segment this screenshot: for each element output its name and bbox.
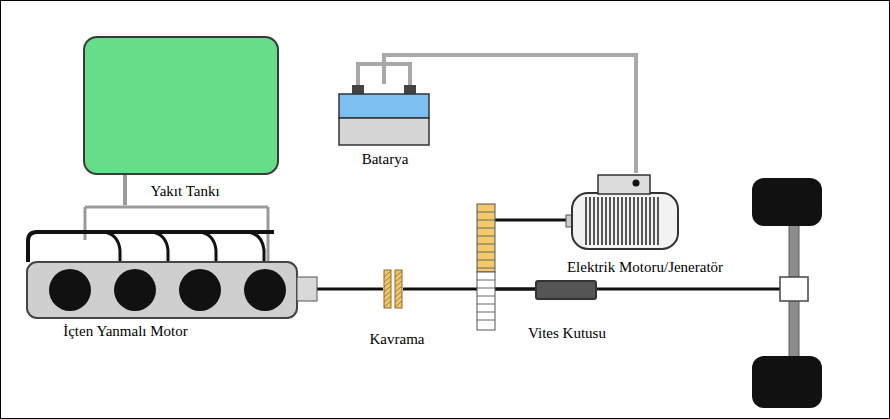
- terminal-dot: [633, 180, 640, 187]
- motor-fin: [649, 197, 651, 245]
- battery: Batarya: [338, 84, 430, 146]
- battery-terminal: [352, 85, 364, 94]
- clutch-hatch: [395, 296, 402, 302]
- clutch-hatch: [384, 301, 391, 307]
- battery-terminal: [404, 85, 416, 94]
- cylinder: [49, 269, 91, 311]
- wheel: [752, 356, 822, 408]
- terminal-box: [598, 175, 650, 194]
- motor-fin: [633, 197, 635, 245]
- engine: İçten Yanmalı Motor: [22, 205, 317, 319]
- motor-symbol: [566, 173, 682, 251]
- intake-runner: [248, 232, 264, 262]
- motor-fin: [613, 197, 615, 245]
- motor-fin: [589, 197, 591, 245]
- clutch-hatch: [384, 286, 391, 292]
- shaft-line: [317, 288, 383, 291]
- intake-pipe: [28, 232, 274, 262]
- fuel-tank: Yakıt Tankı: [83, 36, 279, 175]
- motor-fin: [641, 197, 643, 245]
- motor-fin: [625, 197, 627, 245]
- motor-fin: [617, 197, 619, 245]
- intake-runner: [200, 232, 216, 262]
- part-label: Vites Kutusu: [528, 324, 606, 342]
- fuel-line: [123, 175, 127, 205]
- motor-fin: [601, 197, 603, 245]
- motor-fin: [629, 197, 631, 245]
- cylinder: [114, 269, 156, 311]
- cylinder: [179, 269, 221, 311]
- clutch-hatch: [384, 271, 391, 277]
- motor-body: [572, 193, 678, 249]
- differential: [780, 277, 808, 301]
- battery-body: [339, 118, 429, 145]
- clutch-hatch: [395, 301, 402, 307]
- motor-fin: [605, 197, 607, 245]
- electric-motor: Elektrik Motoru/Jeneratör: [566, 173, 682, 251]
- intake-runner: [152, 232, 168, 262]
- motor-fin: [637, 197, 639, 245]
- clutch-hatch: [395, 286, 402, 292]
- motor-shaft-line: [486, 220, 566, 289]
- part-label: Kavrama: [370, 330, 425, 348]
- part-label: Elektrik Motoru/Jeneratör: [567, 258, 723, 276]
- wheel: [752, 178, 822, 226]
- fuel-rail: [85, 207, 268, 262]
- clutch-hatch: [395, 291, 402, 297]
- gearbox: Vites Kutusu: [535, 280, 597, 300]
- clutch-plate: [395, 270, 402, 308]
- clutch-hatch: [384, 291, 391, 297]
- clutch-hatch: [395, 276, 402, 282]
- engine-symbol: [22, 205, 317, 319]
- clutch-hatch: [384, 276, 391, 282]
- intake-runner: [104, 232, 120, 262]
- gear-upper: [477, 204, 495, 272]
- motor-fin: [609, 197, 611, 245]
- clutch-hatch: [395, 271, 402, 277]
- clutch: Kavrama: [383, 269, 403, 309]
- engine-output-shaft: [297, 277, 317, 301]
- motor-fin: [597, 197, 599, 245]
- motor-fin: [593, 197, 595, 245]
- battery-symbol: [338, 84, 430, 146]
- clutch-hatch: [384, 296, 391, 302]
- clutch-symbol: [383, 269, 403, 309]
- part-label: Yakıt Tankı: [150, 182, 219, 200]
- motor-fin: [585, 197, 587, 245]
- part-label: Batarya: [362, 150, 409, 168]
- part-label: İçten Yanmalı Motor: [63, 322, 188, 340]
- gear-lower: [477, 272, 495, 330]
- motor-fin: [645, 197, 647, 245]
- cylinder: [244, 269, 286, 311]
- engine-block: [27, 262, 297, 318]
- gear-teeth: [477, 212, 495, 320]
- drive-shaft: [597, 288, 780, 291]
- battery-top: [339, 94, 429, 118]
- clutch-plate: [384, 270, 391, 308]
- clutch-hatch: [395, 281, 402, 287]
- motor-fin: [657, 197, 659, 245]
- motor-fin: [653, 197, 655, 245]
- clutch-hatch: [384, 281, 391, 287]
- motor-fin: [621, 197, 623, 245]
